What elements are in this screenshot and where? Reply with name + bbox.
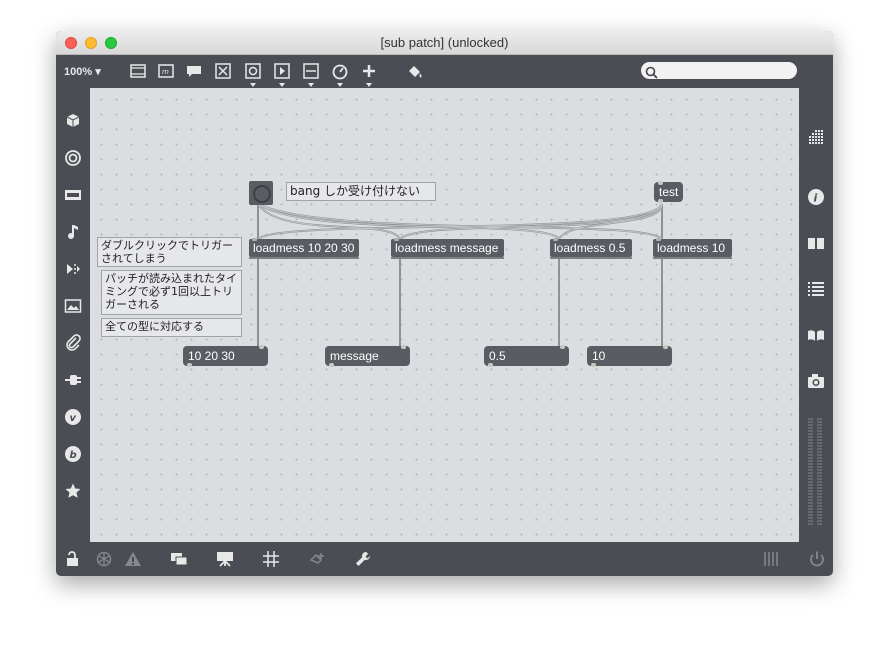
warning-icon[interactable] — [124, 550, 142, 568]
minimize-window-button[interactable] — [85, 37, 97, 49]
comment-box-icon[interactable] — [185, 62, 203, 80]
loadmess-message[interactable]: loadmess message — [391, 238, 504, 259]
message-label: message — [330, 349, 379, 363]
zoom-window-button[interactable] — [105, 37, 117, 49]
dial-icon[interactable] — [331, 62, 349, 87]
loadmess-0-5[interactable]: loadmess 0.5 — [550, 238, 632, 259]
object-box-icon[interactable] — [129, 62, 147, 80]
test-message-box[interactable]: test — [654, 181, 683, 203]
message-label: 10 — [592, 349, 606, 363]
message-label: 10 20 30 — [188, 349, 235, 363]
loadmess-label: loadmess 10 — [657, 241, 726, 255]
search-icon — [645, 64, 658, 83]
list-icon[interactable] — [807, 280, 825, 298]
message-box-icon[interactable]: m — [157, 62, 175, 80]
patch-cords — [257, 203, 663, 346]
title-bar: [sub patch] (unlocked) — [56, 31, 833, 55]
svg-text:b: b — [70, 450, 77, 461]
media-step-icon[interactable] — [64, 260, 82, 278]
left-sidebar: v b — [56, 88, 90, 542]
image-icon[interactable] — [64, 297, 82, 315]
play-button-icon[interactable] — [273, 62, 291, 87]
level-meter-right — [817, 418, 822, 526]
window-title: [sub patch] (unlocked) — [380, 35, 509, 50]
loadmess-10[interactable]: loadmess 10 — [653, 238, 732, 259]
windows-icon[interactable] — [170, 550, 188, 568]
svg-text:m: m — [162, 68, 169, 76]
wrench-icon[interactable] — [354, 550, 372, 568]
power-icon[interactable] — [808, 550, 826, 568]
svg-text:i: i — [814, 192, 818, 205]
paint-drop-icon[interactable] — [308, 550, 326, 568]
message-box-10[interactable]: 10 — [587, 345, 672, 367]
bang-ring — [253, 185, 271, 203]
snowflake-icon[interactable] — [95, 550, 113, 568]
bang-button[interactable] — [249, 181, 273, 205]
lock-icon[interactable] — [64, 550, 82, 568]
paint-bucket-icon[interactable] — [406, 62, 424, 80]
grid-icon[interactable] — [807, 128, 825, 146]
test-message-label: test — [659, 185, 679, 199]
toolbar: 100% ▾ m — [56, 55, 833, 88]
plug-icon[interactable] — [64, 371, 82, 389]
patcher-window: [sub patch] (unlocked) 100% ▾ m — [56, 31, 833, 576]
bandcamp-icon[interactable]: b — [64, 445, 82, 463]
search-field[interactable] — [641, 62, 797, 79]
zoom-level-value: 100% — [64, 66, 93, 78]
patcher-canvas[interactable]: bang しか受け付けない test loadmess 10 20 30 loa… — [90, 88, 799, 542]
message-box-message[interactable]: message — [325, 345, 410, 367]
message-box-10-20-30[interactable]: 10 20 30 — [183, 345, 268, 367]
loadmess-label: loadmess message — [395, 241, 499, 255]
camera-icon[interactable] — [807, 372, 825, 390]
message-label: 0.5 — [489, 349, 506, 363]
grid-hash-icon[interactable] — [262, 550, 280, 568]
bang-button-icon[interactable] — [244, 62, 262, 87]
target-icon[interactable] — [64, 149, 82, 167]
slider-box-icon[interactable] — [302, 62, 320, 87]
reference-icon[interactable] — [807, 326, 825, 344]
message-box-0-5[interactable]: 0.5 — [484, 345, 569, 367]
film-icon[interactable] — [64, 186, 82, 204]
svg-text:v: v — [70, 413, 77, 424]
mixer-icon[interactable] — [762, 550, 780, 568]
toggle-box-icon[interactable] — [214, 62, 232, 80]
add-object-icon[interactable] — [360, 62, 378, 87]
info-icon[interactable]: i — [807, 188, 825, 206]
music-note-icon[interactable] — [64, 223, 82, 241]
presentation-icon[interactable] — [216, 550, 234, 568]
level-meter-left — [808, 418, 813, 526]
bang-comment: bang しか受け付けない — [286, 182, 436, 201]
right-sidebar: i — [799, 88, 833, 542]
close-window-button[interactable] — [65, 37, 77, 49]
loadmess-label: loadmess 10 20 30 — [253, 241, 355, 255]
zoom-level-dropdown[interactable]: 100% ▾ — [64, 66, 101, 78]
comment-load-trigger: パッチが読み込まれたタイミングで必ず1回以上トリガーされる — [101, 270, 242, 315]
star-icon[interactable] — [64, 482, 82, 500]
loadmess-label: loadmess 0.5 — [554, 241, 626, 255]
book-icon[interactable] — [807, 234, 825, 252]
bottom-toolbar — [56, 542, 833, 576]
paperclip-icon[interactable] — [64, 334, 82, 352]
cube-icon[interactable] — [64, 112, 82, 130]
vimeo-icon[interactable]: v — [64, 408, 82, 426]
loadmess-10-20-30[interactable]: loadmess 10 20 30 — [249, 238, 359, 259]
comment-double-click: ダブルクリックでトリガーされてしまう — [97, 237, 242, 267]
comment-all-types: 全ての型に対応する — [101, 318, 242, 337]
